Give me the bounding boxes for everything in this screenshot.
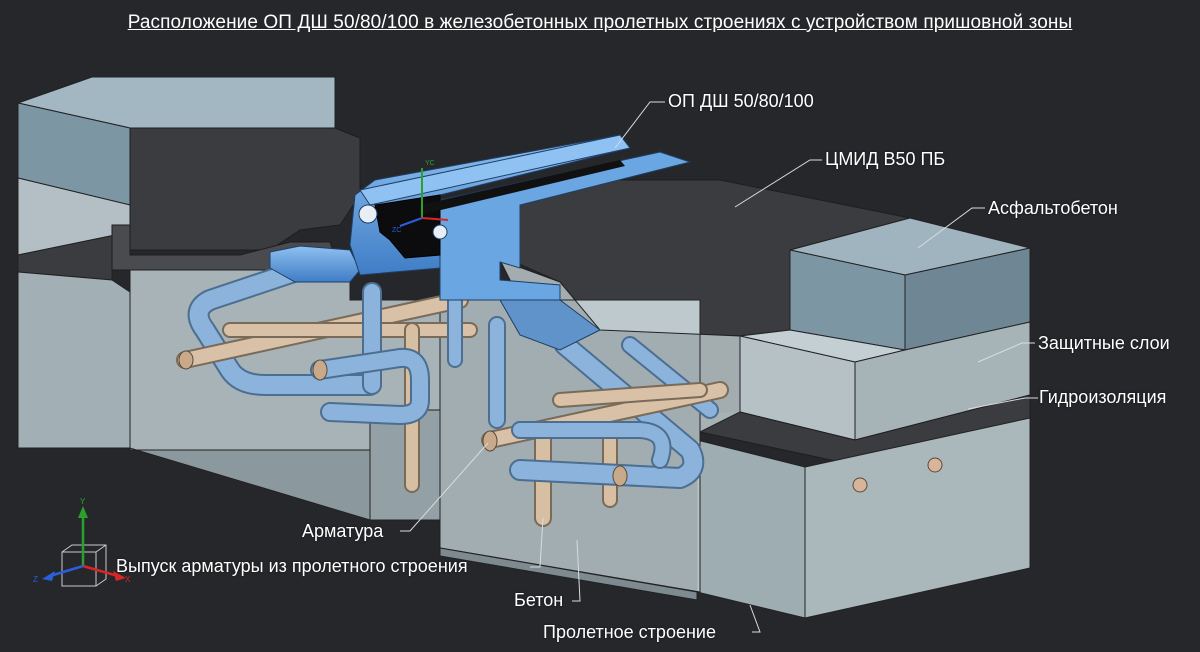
cmid-left (129, 127, 361, 251)
leader-rebar (400, 442, 489, 532)
axis-z-label: Z (33, 575, 38, 584)
label-joint: ОП ДШ 50/80/100 (668, 91, 814, 111)
left-concrete-front (17, 271, 131, 449)
page-title: Расположение ОП ДШ 50/80/100 в железобет… (127, 12, 1073, 33)
leader-cmid (734, 159, 822, 208)
right-waterproofing (699, 394, 1031, 463)
right-protective-side (854, 321, 1031, 441)
axis-triad: Y X Z (33, 497, 131, 587)
rebar-group (176, 259, 729, 527)
label-waterproofing: Гидроизоляция (1039, 387, 1167, 407)
axis-y-label: Y (80, 497, 86, 506)
joint-left-plate (269, 245, 361, 283)
axis-yc-label: YC (425, 160, 435, 167)
axis-zc-label: ZC (392, 227, 401, 234)
right-span-block (509, 179, 1031, 619)
leader-protective (977, 342, 1035, 363)
label-rebar: Арматура (302, 521, 384, 541)
axis-x-label: X (125, 575, 131, 584)
leader-rebar-outlet (530, 517, 544, 568)
label-concrete: Бетон (514, 590, 564, 610)
expansion-joint: YC ZC (269, 134, 692, 351)
bolt-hole-2 (927, 457, 943, 473)
leader-lines (400, 101, 1038, 633)
leader-waterproofing (967, 397, 1038, 410)
joint-anchor (499, 299, 601, 351)
center-concrete-top-slope (498, 259, 741, 433)
label-span: Пролетное строение (543, 622, 716, 642)
center-concrete-side (439, 547, 698, 601)
label-rebar-outlet: Выпуск арматуры из пролетного строения (116, 556, 468, 576)
right-concrete-side (804, 417, 1031, 619)
label-protective: Защитные слои (1038, 333, 1170, 353)
bolt-hole-1 (852, 477, 868, 493)
leader-concrete (572, 539, 581, 602)
leader-asphalt (917, 207, 985, 249)
leader-span (749, 604, 761, 633)
label-cmid: ЦМИД В50 ПБ (825, 149, 946, 169)
leader-joint (614, 101, 665, 149)
joint-top-rail (359, 134, 631, 206)
right-concrete-front (696, 439, 806, 619)
label-asphalt: Асфальтобетон (988, 198, 1118, 218)
